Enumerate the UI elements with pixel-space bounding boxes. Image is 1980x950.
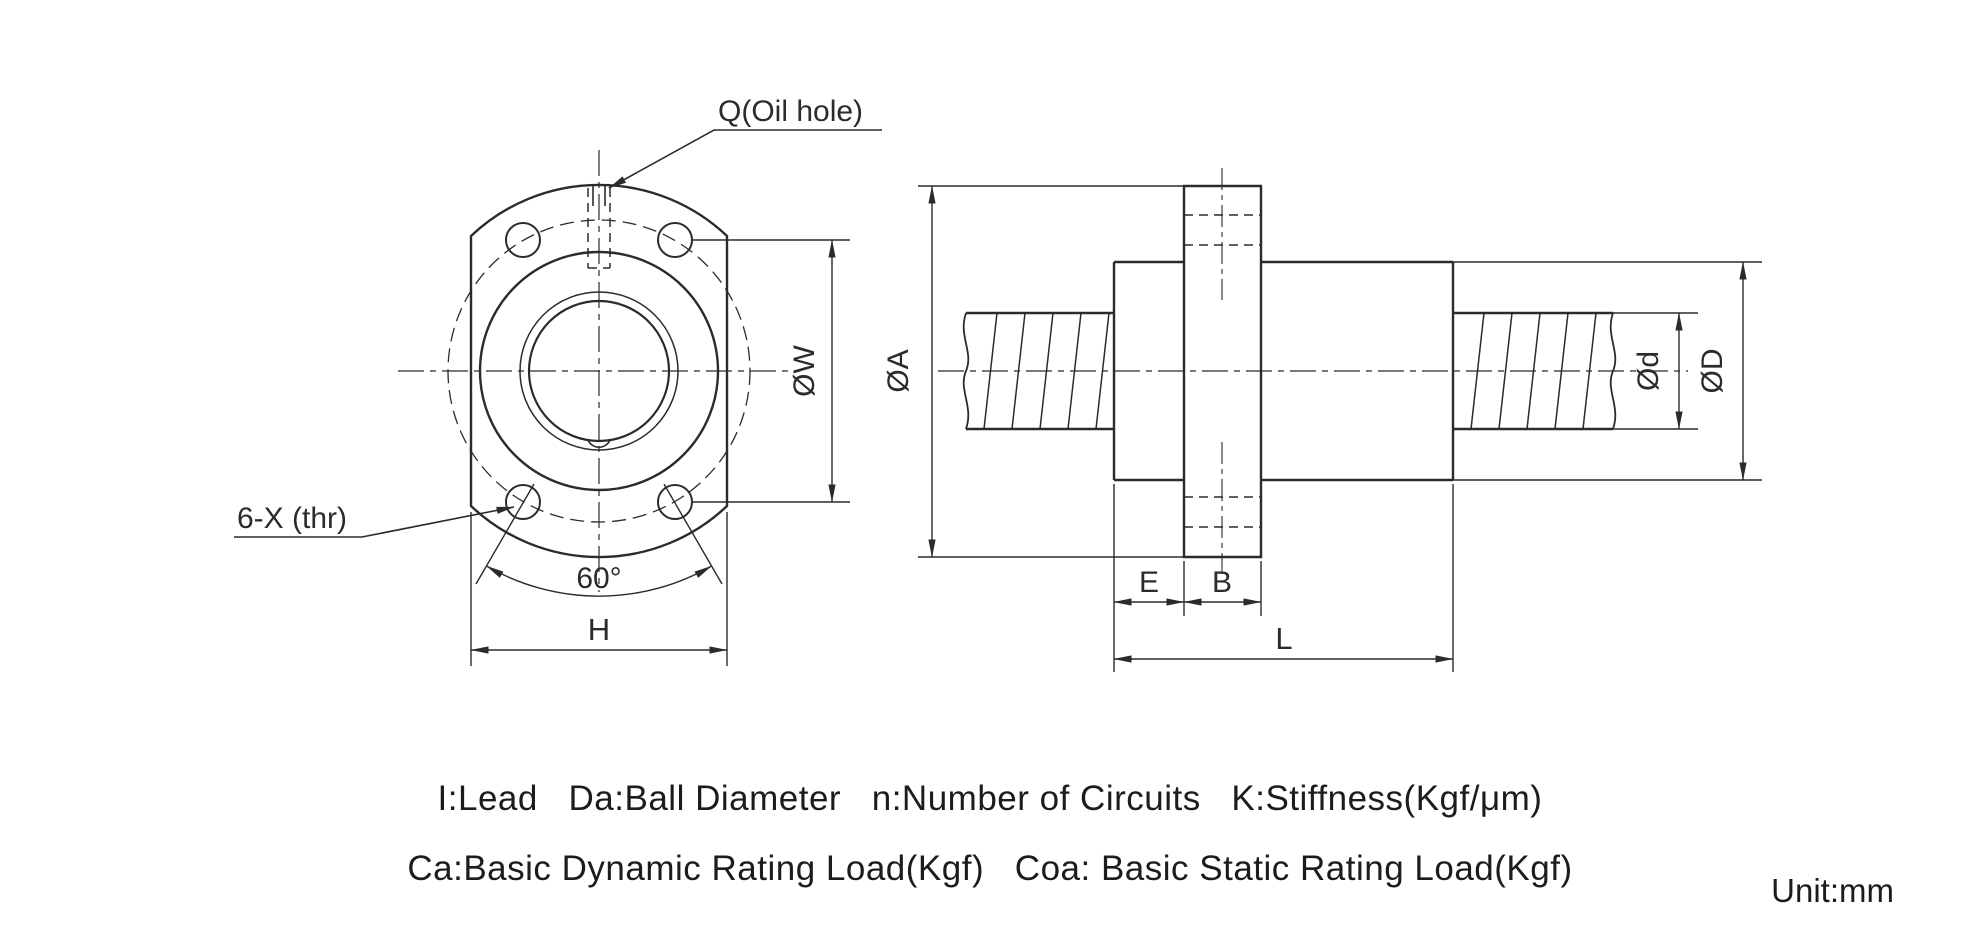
angle-label: 60° <box>576 562 621 595</box>
l-dim-label: L <box>1275 621 1292 656</box>
h-dimension <box>470 512 728 666</box>
d-big-dimension <box>1453 261 1762 481</box>
unit-label: Unit:mm <box>1771 872 1894 909</box>
d-big-dim-label: ØD <box>1696 349 1729 394</box>
screw-left-threads <box>983 312 1110 430</box>
a-dim-label: ØA <box>882 349 915 392</box>
oil-hole-leader <box>608 129 882 189</box>
front-centerlines <box>398 150 800 592</box>
flange-outline <box>469 183 729 559</box>
nut-body-circle <box>478 250 720 492</box>
oil-hole-hidden-lines <box>587 188 611 269</box>
front-view: Q(Oil hole) 6-X (thr) 60° H ØW <box>234 95 882 666</box>
a-dimension <box>918 185 1184 558</box>
w-dim-label: ØW <box>788 344 821 396</box>
thread-root-circle <box>519 291 679 451</box>
thread-holes-label: 6-X (thr) <box>237 502 347 535</box>
bolt-circle <box>447 219 751 523</box>
angle-dimension <box>475 483 723 597</box>
screw-right-segment <box>1453 311 1617 431</box>
b-dim-label: B <box>1212 566 1232 599</box>
legend-line-1: I:Lead Da:Ball Diameter n:Number of Circ… <box>437 779 1543 818</box>
w-dimension <box>692 239 850 503</box>
e-dim-label: E <box>1139 566 1159 599</box>
flange-plate <box>1182 184 1263 559</box>
oil-hole-entry <box>592 186 606 206</box>
oil-hole-label: Q(Oil hole) <box>718 95 863 128</box>
e-b-l-dimensions <box>1113 484 1454 672</box>
d-small-dimension <box>1613 312 1698 430</box>
bore-circle <box>527 299 671 443</box>
h-dim-label: H <box>588 612 610 647</box>
side-view: ØA Ød ØD E B L <box>882 168 1762 672</box>
d-small-dim-label: Ød <box>1632 351 1665 391</box>
thread-holes-leader <box>234 506 515 538</box>
legend-line-2: Ca:Basic Dynamic Rating Load(Kgf) Coa: B… <box>407 849 1573 888</box>
screw-right-threads <box>1470 312 1597 430</box>
nut-body <box>1112 260 1455 482</box>
bore-notch <box>587 439 611 448</box>
